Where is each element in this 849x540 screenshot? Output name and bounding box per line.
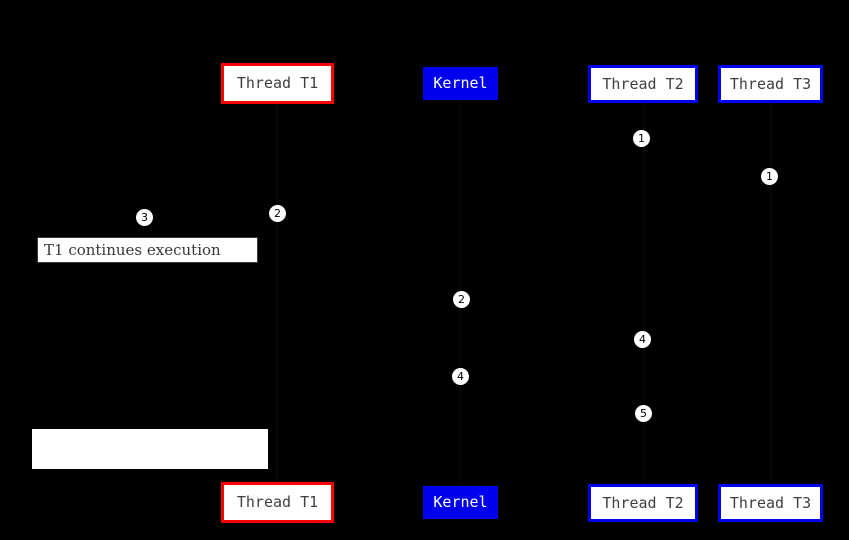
t1-continues-note: T1 continues execution [37,237,258,263]
lifeline-thread-t1 [277,104,278,482]
step-marker-left-2: 2 [269,205,286,222]
step-marker-t3-1: 1 [761,168,778,185]
participant-kernel-top[interactable]: Kernel [423,67,498,100]
step-marker-t2-1: 1 [633,130,650,147]
participant-thread-t3-bottom[interactable]: Thread T3 [718,484,823,522]
step-marker-kernel-4: 4 [452,368,469,385]
step-marker-t2-5: 5 [635,405,652,422]
blank-note [32,429,268,469]
participant-thread-t2-top[interactable]: Thread T2 [588,65,698,103]
lifeline-thread-t3 [770,103,771,484]
step-marker-t2-4: 4 [634,331,651,348]
participant-thread-t1-top[interactable]: Thread T1 [221,63,334,104]
participant-thread-t2-bottom[interactable]: Thread T2 [588,484,698,522]
participant-kernel-bottom[interactable]: Kernel [423,486,498,519]
participant-thread-t3-top[interactable]: Thread T3 [718,65,823,103]
participant-thread-t1-bottom[interactable]: Thread T1 [221,482,334,523]
step-marker-kernel-2: 2 [453,291,470,308]
step-marker-left-3: 3 [136,209,153,226]
lifeline-thread-t2 [643,103,644,484]
